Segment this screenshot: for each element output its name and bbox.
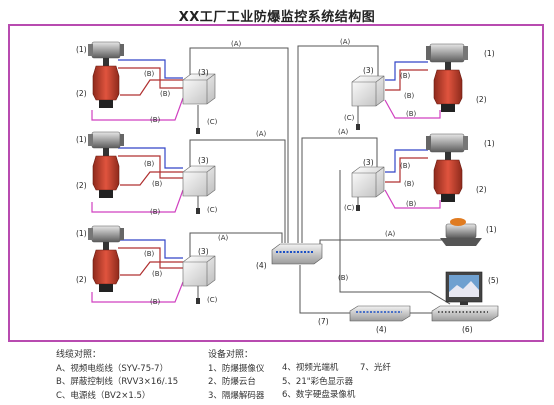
tag-b-16: (B): [338, 274, 349, 282]
decoder-right-1: [351, 75, 385, 107]
tag-device-1-right-2: (1): [484, 139, 495, 148]
tag-device-5: (5): [488, 276, 499, 285]
pantilt-left-3: [92, 242, 120, 292]
device-legend-item-2: 2、防爆云台: [208, 377, 256, 387]
tag-device-6: (6): [462, 325, 473, 334]
tag-c-3: (C): [207, 296, 218, 304]
cable-legend-item-b: B、屏蔽控制线（RVV3×16/.15: [56, 377, 179, 387]
device-legend-item-3: 3、隔爆解码器: [208, 390, 265, 401]
device-legend-col2: 4、视频光端机 5、21"彩色显示器 6、数字硬盘录像机: [282, 362, 355, 403]
tag-b-6: (B): [150, 208, 161, 216]
tag-device-3-right-2: (3): [363, 158, 374, 167]
tag-b-13: (B): [400, 162, 411, 170]
tag-device-3-left-3: (3): [198, 247, 209, 256]
tag-a-6: (A): [385, 230, 396, 238]
tag-a-4: (A): [338, 128, 349, 136]
tag-b-2: (B): [160, 90, 171, 98]
diagram-title: XX工厂工业防爆监控系统结构图: [178, 10, 376, 25]
tag-b-10: (B): [400, 72, 411, 80]
decoder-left-3: [182, 255, 216, 287]
device-legend-item-5: 5、21"彩色显示器: [282, 376, 354, 387]
tag-c-1: (C): [207, 118, 218, 126]
pantilt-left-2: [92, 148, 120, 198]
tag-b-15: (B): [406, 200, 417, 208]
tag-device-2-right-1: (2): [476, 95, 487, 104]
device-legend-item-6: 6、数字硬盘录像机: [282, 390, 356, 400]
power-plugs: [196, 124, 360, 304]
tag-device-1-left-1: (1): [76, 45, 87, 54]
device-legend-item-1: 1、防爆摄像仪: [208, 363, 265, 374]
device-legend-item-7: 7、光纤: [360, 363, 391, 373]
cable-legend-heading: 线缆对照：: [56, 350, 102, 360]
tag-device-2-right-2: (2): [476, 185, 487, 194]
tag-c-2: (C): [207, 206, 218, 214]
dvr: [431, 305, 499, 322]
tag-device-3-right-1: (3): [363, 66, 374, 75]
device-legend-item-4: 4、视频光端机: [282, 363, 339, 373]
tag-b-9: (B): [150, 298, 161, 306]
monitor: [445, 271, 483, 305]
decoder-right-2: [351, 166, 385, 198]
control-cables: [91, 59, 441, 303]
power-cables: [197, 100, 359, 298]
tag-device-2-left-2: (2): [76, 181, 87, 190]
tag-device-4-center: (4): [256, 261, 267, 270]
tag-device-1-right-1: (1): [484, 49, 495, 58]
cable-legend: 线缆对照： A、视频电缆线（SYV-75-7） B、屏蔽控制线（RVV3×16/…: [56, 349, 178, 403]
tag-b-3: (B): [150, 116, 161, 124]
tag-b-12: (B): [406, 110, 417, 118]
pantilt-right-1: [433, 62, 463, 112]
device-legend-col3: 7、光纤: [360, 362, 391, 376]
video-cables: [189, 45, 460, 314]
decoder-left-2: [182, 165, 216, 197]
tag-device-1-left-3: (1): [76, 229, 87, 238]
tag-device-3-left-2: (3): [198, 156, 209, 165]
cable-legend-item-c: C、电源线（BV2×1.5）: [56, 390, 151, 401]
tag-c-4: (C): [344, 114, 355, 122]
camera-right-3: [440, 218, 482, 246]
tag-b-5: (B): [152, 180, 163, 188]
tag-a-1: (A): [231, 40, 242, 48]
camera-right-1: [426, 43, 468, 63]
tag-c-5: (C): [344, 204, 355, 212]
camera-left-2: [88, 131, 124, 149]
cable-legend-item-a: A、视频电缆线（SYV-75-7）: [56, 363, 169, 374]
device-legend: 设备对照： 1、防爆摄像仪 2、防爆云台 3、隔爆解码器: [208, 349, 264, 403]
tag-b-11: (B): [404, 92, 415, 100]
camera-left-1: [88, 41, 124, 59]
tag-b-7: (B): [144, 250, 155, 258]
tag-b-4: (B): [144, 160, 155, 168]
camera-left-3: [88, 225, 124, 243]
pantilt-left-1: [92, 58, 120, 108]
tag-device-7: (7): [318, 317, 329, 326]
tag-device-2-left-1: (2): [76, 89, 87, 98]
tag-device-2-left-3: (2): [76, 275, 87, 284]
pantilt-right-2: [433, 152, 463, 202]
tag-device-3-left-1: (3): [198, 68, 209, 77]
optical-transceiver-center: [271, 243, 323, 265]
tag-a-3: (A): [256, 130, 267, 138]
device-legend-heading: 设备对照：: [208, 350, 254, 360]
tag-b-14: (B): [404, 180, 415, 188]
tag-device-4-right: (4): [376, 325, 387, 334]
tag-b-8: (B): [152, 270, 163, 278]
decoder-left-1: [182, 73, 216, 105]
tag-device-1-right-3: (1): [486, 225, 497, 234]
tag-device-1-left-2: (1): [76, 135, 87, 144]
tag-b-1: (B): [144, 70, 155, 78]
tag-a-5: (A): [218, 234, 229, 242]
diagram-frame: [8, 24, 544, 342]
optical-transceiver-right: [349, 305, 411, 322]
tag-a-2: (A): [340, 38, 351, 46]
camera-right-2: [426, 133, 468, 153]
